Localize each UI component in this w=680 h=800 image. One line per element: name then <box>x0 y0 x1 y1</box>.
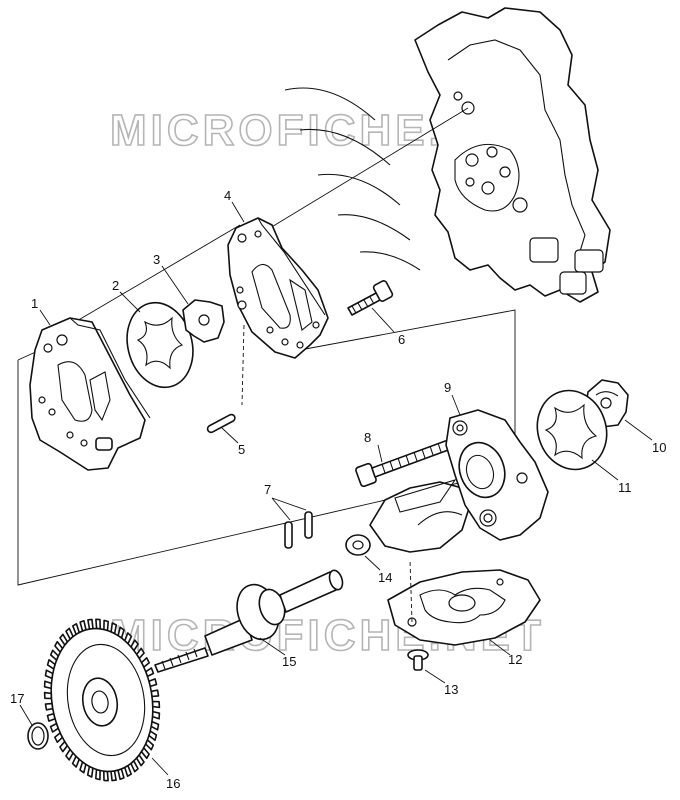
circlip-17 <box>27 722 49 750</box>
callout-1: 1 <box>31 296 38 311</box>
callout-4: 4 <box>224 188 231 203</box>
washer-14 <box>345 534 371 556</box>
callout-17: 17 <box>10 691 24 706</box>
bolt-6 <box>347 280 394 316</box>
callout-8: 8 <box>364 430 371 445</box>
pump-cover-plate-4 <box>227 217 329 359</box>
alignment-line-top <box>269 107 469 229</box>
callout-leaders <box>19 201 653 776</box>
bolt-8 <box>355 439 452 488</box>
callout-9: 9 <box>444 380 451 395</box>
inner-rotor-3 <box>182 299 225 343</box>
gear-tooth <box>95 618 101 630</box>
callout-13: 13 <box>444 682 458 697</box>
gear-tooth <box>110 770 117 782</box>
outer-rotor-11 <box>536 389 608 471</box>
gear-16 <box>43 618 161 782</box>
outer-rotor-2 <box>126 301 194 389</box>
cover-plate-12 <box>387 559 541 646</box>
dowel-pin-5 <box>206 324 245 434</box>
screw-13 <box>407 649 429 671</box>
pump-housing-9 <box>369 409 549 553</box>
callout-15: 15 <box>282 654 296 669</box>
callout-3: 3 <box>153 252 160 267</box>
drive-shaft-15 <box>154 569 344 673</box>
gear-tooth <box>103 770 109 782</box>
pump-body-plate <box>29 317 151 471</box>
callout-12: 12 <box>508 652 522 667</box>
callout-2: 2 <box>112 278 119 293</box>
gear-tooth <box>87 618 94 630</box>
crankcase-housing <box>284 7 611 303</box>
callout-16: 16 <box>166 776 180 791</box>
callout-10: 10 <box>652 440 666 455</box>
callout-5: 5 <box>238 442 245 457</box>
pins-7 <box>284 511 313 549</box>
callout-6: 6 <box>398 332 405 347</box>
callout-numbers: 1 2 3 4 5 6 7 8 9 10 11 12 13 14 15 16 1… <box>10 188 666 791</box>
callout-7: 7 <box>264 482 271 497</box>
callout-14: 14 <box>378 570 392 585</box>
alignment-line-mid <box>69 224 241 326</box>
callout-11: 11 <box>618 480 632 495</box>
